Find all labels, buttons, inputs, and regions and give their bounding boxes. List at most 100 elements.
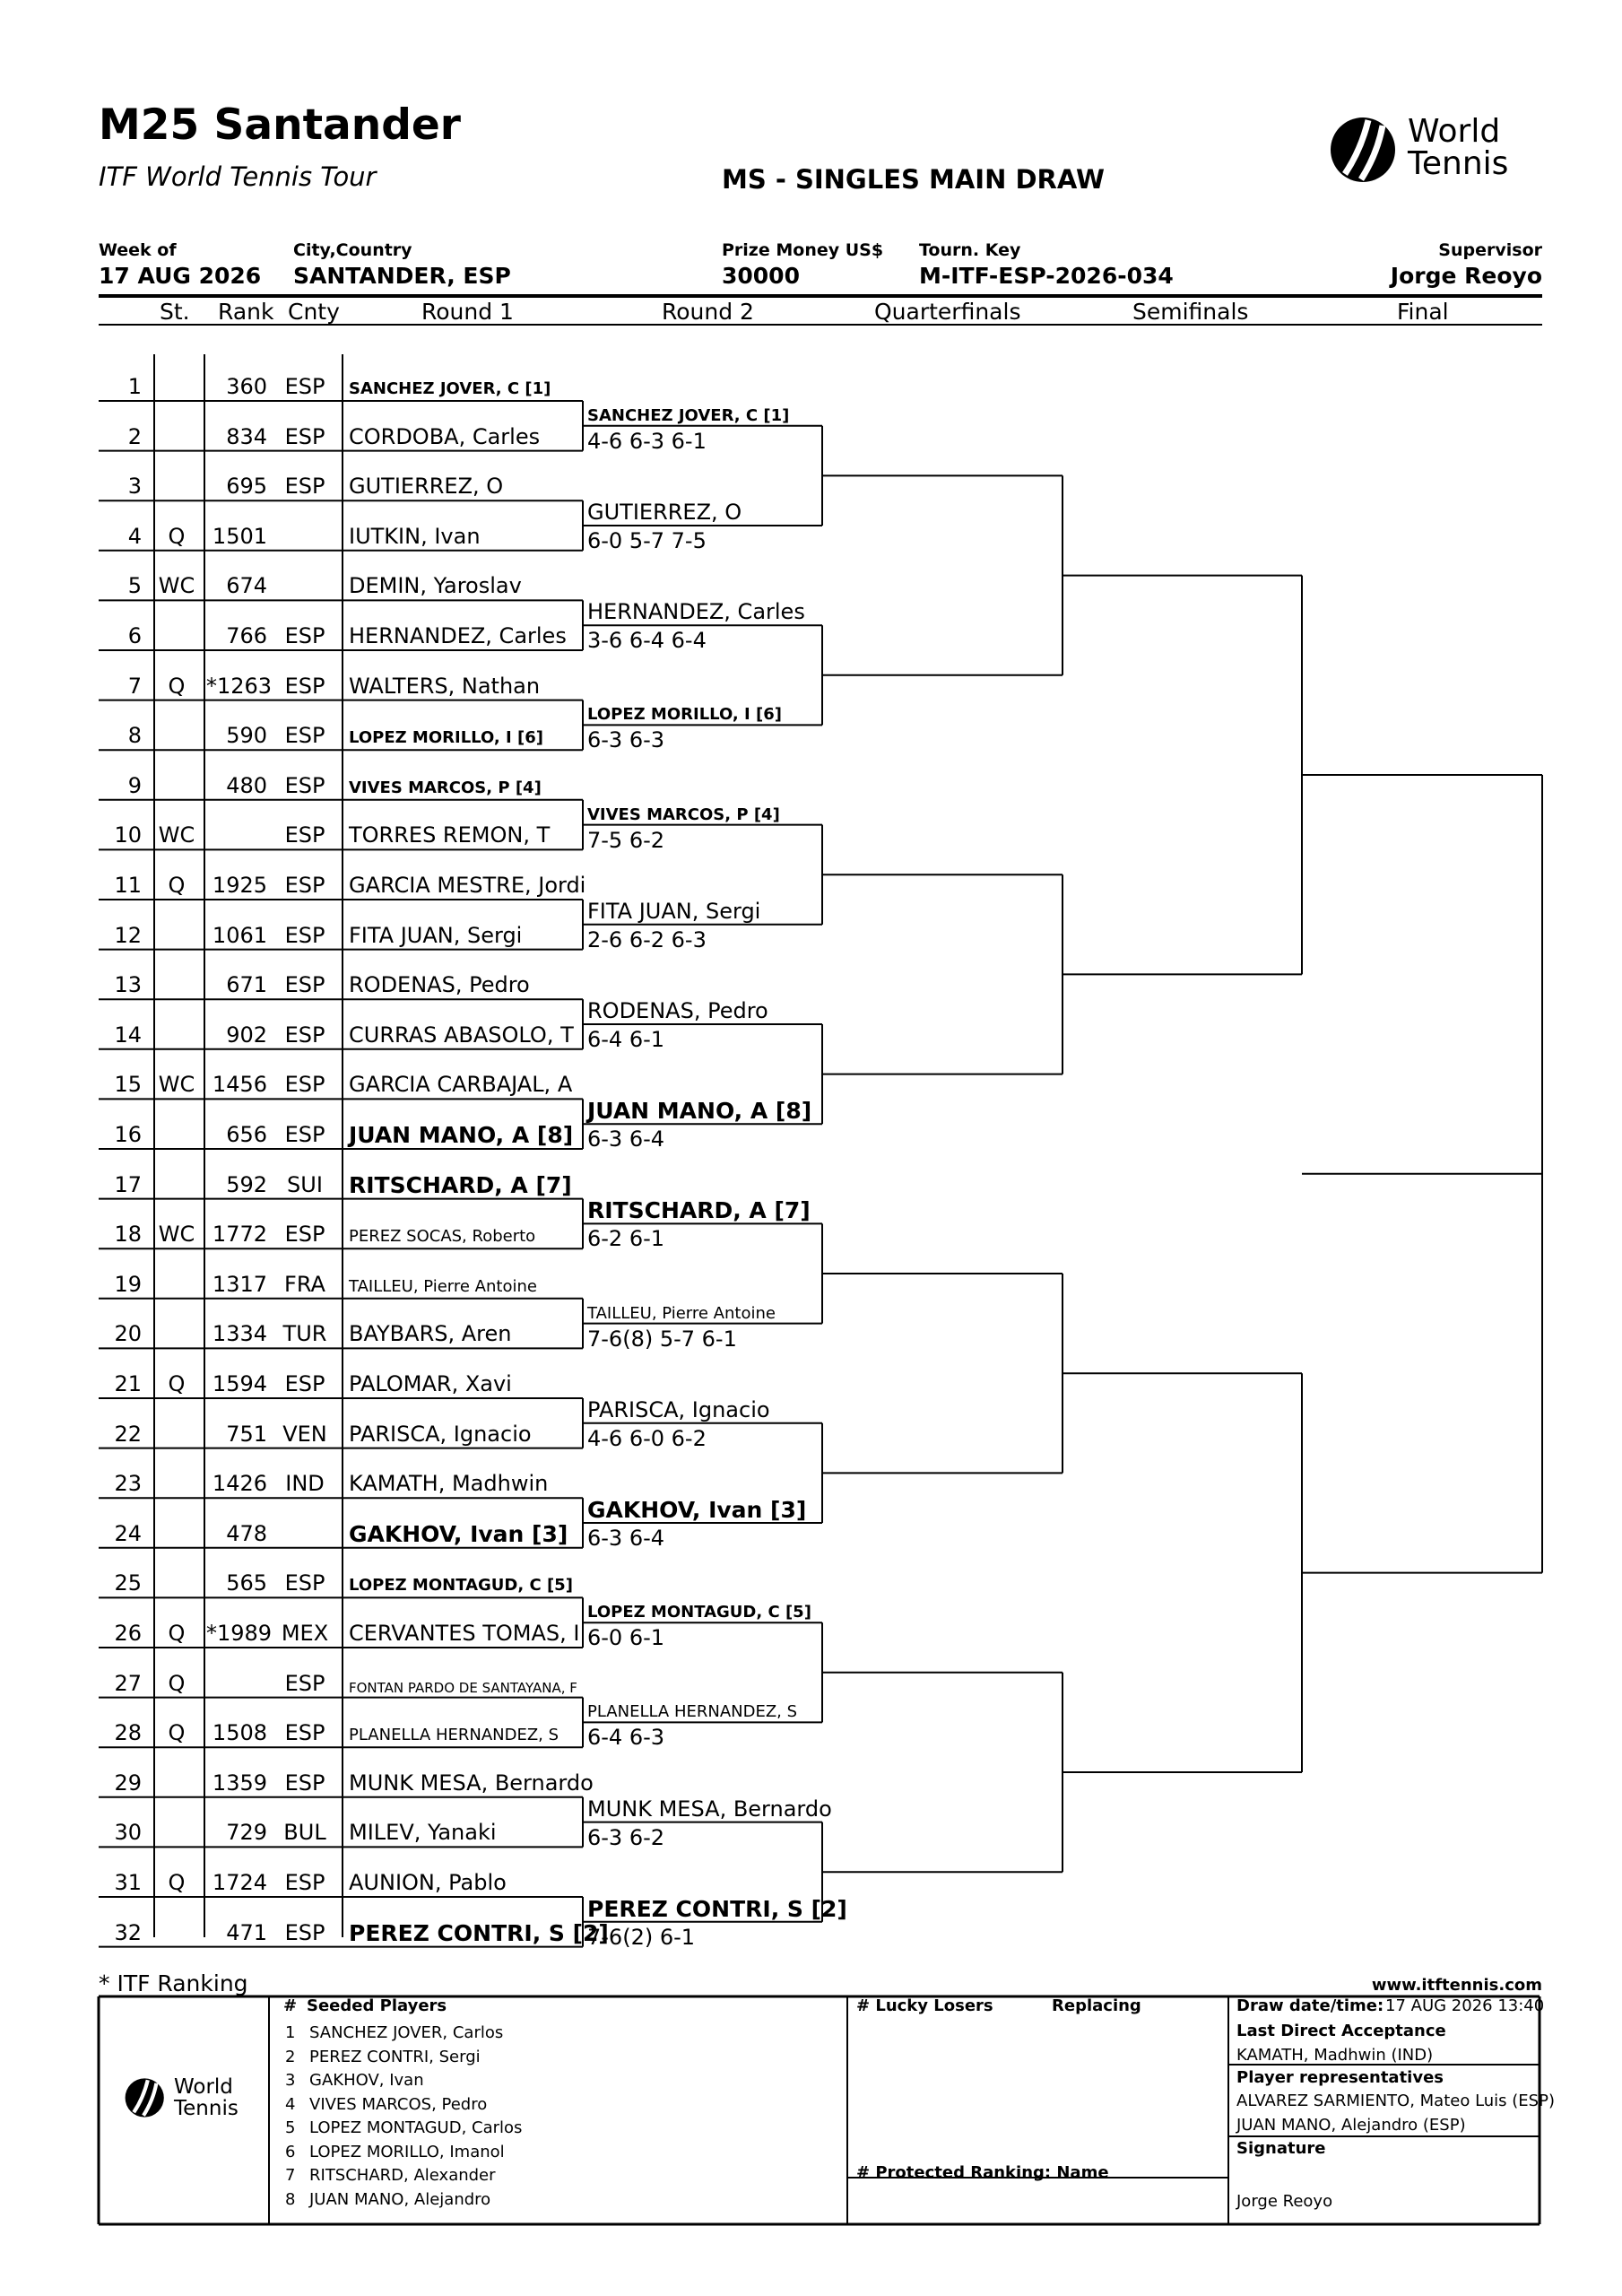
entry-status: Q bbox=[168, 1371, 186, 1396]
draw-position: 19 bbox=[114, 1271, 142, 1297]
player-name: GARCIA MESTRE, Jordi bbox=[349, 873, 586, 898]
round2-player: MUNK MESA, Bernardo bbox=[587, 1796, 832, 1822]
draw-position: 32 bbox=[114, 1919, 142, 1945]
col-header-qf: Quarterfinals bbox=[874, 299, 1021, 325]
seed-number: 4 bbox=[285, 2094, 296, 2114]
player-rank: 1925 bbox=[212, 873, 267, 898]
protected-ranking-title: # Protected Ranking: Name bbox=[856, 2163, 1109, 2182]
round2-score: 6-3 6-2 bbox=[587, 1824, 665, 1850]
player-rank: 671 bbox=[226, 972, 267, 998]
round2-score: 6-3 6-4 bbox=[587, 1526, 665, 1551]
draw-position: 15 bbox=[114, 1072, 142, 1098]
draw-position: 16 bbox=[114, 1122, 142, 1147]
player-name: HERNANDEZ, Carles bbox=[349, 623, 567, 648]
draw-position: 4 bbox=[127, 523, 142, 549]
player-rep-1: ALVAREZ SARMIENTO, Mateo Luis (ESP) bbox=[1236, 2092, 1555, 2110]
player-rank: 766 bbox=[226, 623, 267, 648]
col-header-sf: Semifinals bbox=[1132, 299, 1249, 325]
player-country: ESP bbox=[284, 1720, 325, 1746]
player-name: BAYBARS, Aren bbox=[349, 1321, 512, 1347]
draw-position: 21 bbox=[114, 1371, 142, 1396]
prize-value: 30000 bbox=[722, 263, 800, 289]
player-rank: *1989 bbox=[206, 1621, 273, 1646]
col-header-rank: Rank bbox=[218, 299, 274, 325]
round2-score: 3-6 6-4 6-4 bbox=[587, 628, 707, 654]
col-header-final: Final bbox=[1397, 299, 1449, 325]
round2-score: 6-2 6-1 bbox=[587, 1226, 665, 1252]
player-name: CURRAS ABASOLO, T bbox=[349, 1022, 574, 1048]
player-country: SUI bbox=[287, 1171, 323, 1197]
player-rank: 360 bbox=[226, 374, 267, 399]
logo-text-world: World bbox=[174, 2075, 233, 2099]
website: www.itftennis.com bbox=[1371, 1976, 1542, 1995]
round2-player: GAKHOV, Ivan [3] bbox=[587, 1497, 807, 1523]
world-tennis-logo: World Tennis bbox=[1325, 109, 1540, 190]
draw-position: 11 bbox=[114, 873, 142, 898]
player-rank: 1501 bbox=[212, 523, 267, 549]
player-country: ESP bbox=[284, 922, 325, 948]
round2-player: FITA JUAN, Sergi bbox=[587, 898, 761, 924]
round2-score: 6-0 6-1 bbox=[587, 1625, 665, 1651]
player-country: ESP bbox=[284, 673, 325, 699]
entry-status: Q bbox=[168, 1870, 186, 1895]
week-value: 17 AUG 2026 bbox=[99, 263, 262, 289]
player-name: LOPEZ MONTAGUD, C [5] bbox=[349, 1576, 573, 1596]
tennis-ball-icon bbox=[125, 2078, 164, 2118]
draw-position: 28 bbox=[114, 1720, 142, 1746]
player-country: ESP bbox=[284, 623, 325, 648]
player-rank: 1772 bbox=[212, 1222, 267, 1248]
player-name: CERVANTES TOMAS, I bbox=[349, 1621, 580, 1646]
signature-label: Signature bbox=[1236, 2139, 1326, 2158]
draw-position: 26 bbox=[114, 1621, 142, 1646]
seed-number: 6 bbox=[285, 2142, 296, 2161]
draw-position: 14 bbox=[114, 1022, 142, 1048]
seed-number: 5 bbox=[285, 2118, 296, 2137]
player-rank: 1724 bbox=[212, 1870, 267, 1895]
player-rank: 1456 bbox=[212, 1072, 267, 1098]
draw-position: 20 bbox=[114, 1321, 142, 1347]
player-country: ESP bbox=[284, 374, 325, 399]
draw-position: 12 bbox=[114, 922, 142, 948]
round2-score: 6-3 6-4 bbox=[587, 1126, 665, 1152]
player-rank: 480 bbox=[226, 772, 267, 798]
lucky-losers-title: # Lucky Losers bbox=[856, 1996, 993, 2015]
seed-name: JUAN MANO, Alejandro bbox=[309, 2189, 491, 2209]
itf-ranking-note: * ITF Ranking bbox=[99, 1970, 248, 1996]
round2-score: 4-6 6-3 6-1 bbox=[587, 428, 707, 454]
logo-text-tennis: Tennis bbox=[174, 2097, 239, 2120]
logo-text-world: World bbox=[1408, 113, 1501, 150]
player-country: ESP bbox=[284, 1670, 325, 1696]
player-name: TAILLEU, Pierre Antoine bbox=[349, 1276, 537, 1296]
player-name: FITA JUAN, Sergi bbox=[349, 922, 523, 948]
round2-score: 6-4 6-1 bbox=[587, 1027, 665, 1052]
seed-number: 2 bbox=[285, 2047, 296, 2066]
draw-position: 31 bbox=[114, 1870, 142, 1895]
player-rank: 834 bbox=[226, 423, 267, 449]
col-header-round2: Round 2 bbox=[662, 299, 754, 325]
player-country: ESP bbox=[284, 474, 325, 500]
player-rank: 656 bbox=[226, 1122, 267, 1147]
round2-player: PLANELLA HERNANDEZ, S bbox=[587, 1702, 798, 1722]
player-name: MILEV, Yanaki bbox=[349, 1820, 497, 1846]
seed-number: 7 bbox=[285, 2166, 296, 2185]
draw-position: 8 bbox=[127, 723, 142, 749]
player-country: ESP bbox=[284, 1022, 325, 1048]
player-country: ESP bbox=[284, 1072, 325, 1098]
player-name: LOPEZ MORILLO, I [6] bbox=[349, 728, 543, 748]
player-country: ESP bbox=[284, 873, 325, 898]
player-name: IUTKIN, Ivan bbox=[349, 523, 481, 549]
entry-status: WC bbox=[158, 822, 195, 848]
player-name: GAKHOV, Ivan [3] bbox=[349, 1520, 568, 1547]
player-country: ESP bbox=[284, 1222, 325, 1248]
player-name: GARCIA CARBAJAL, A bbox=[349, 1072, 573, 1098]
signature-value: Jorge Reoyo bbox=[1236, 2192, 1333, 2211]
draw-position: 6 bbox=[127, 623, 142, 648]
logo-text-tennis: Tennis bbox=[1408, 145, 1509, 182]
draw-position: 5 bbox=[127, 573, 142, 599]
player-rank: 478 bbox=[226, 1520, 267, 1546]
round2-player: RODENAS, Pedro bbox=[587, 998, 768, 1023]
player-country: ESP bbox=[284, 1870, 325, 1895]
round2-score: 6-4 6-3 bbox=[587, 1725, 665, 1751]
player-rank: 565 bbox=[226, 1570, 267, 1596]
